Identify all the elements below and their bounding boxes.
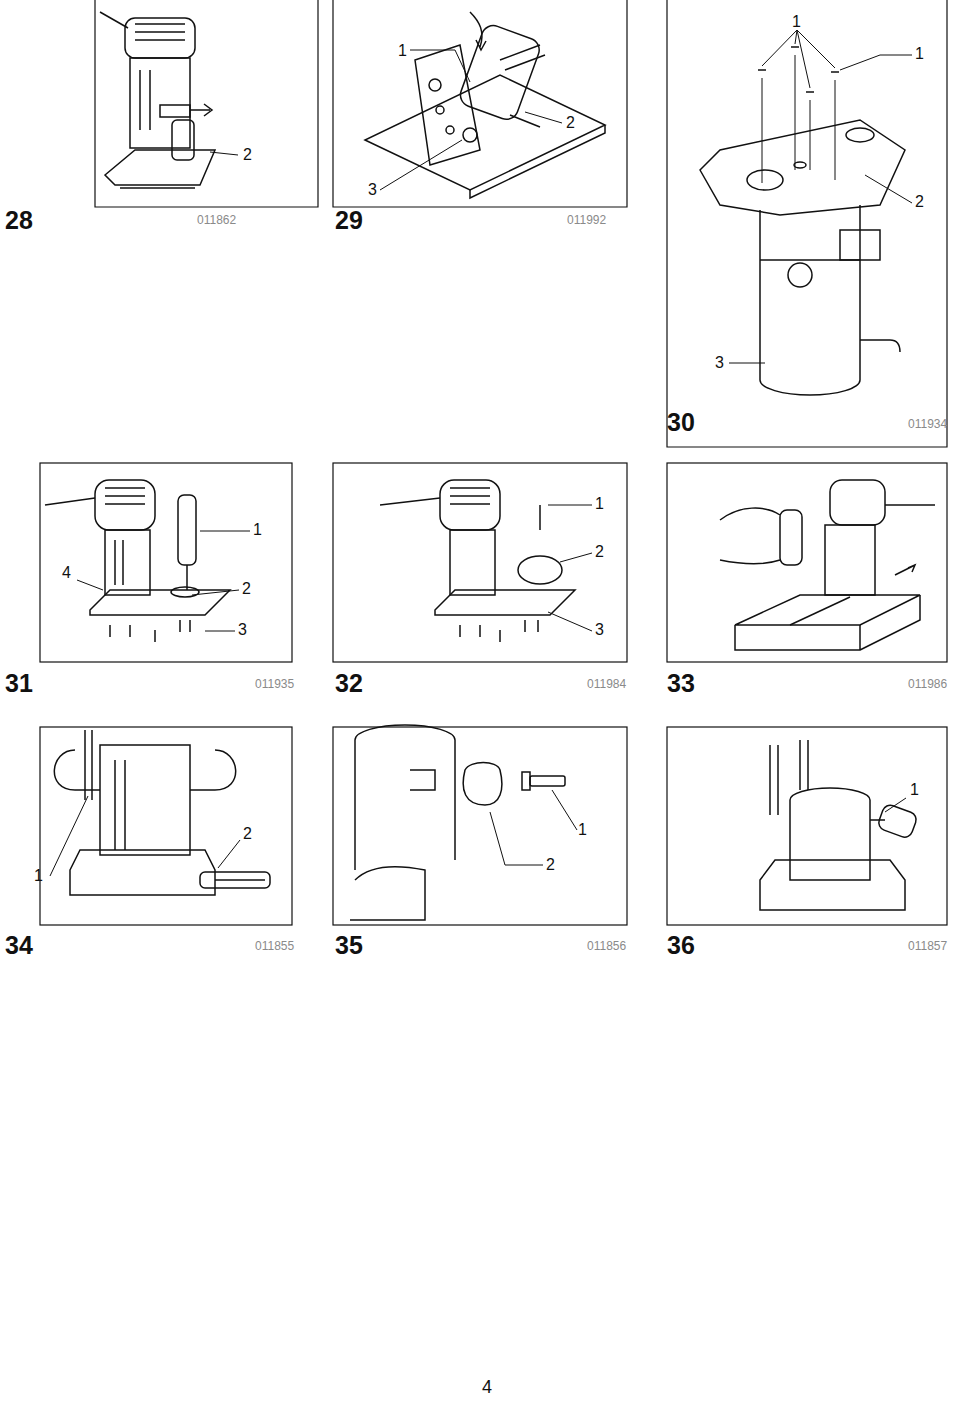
plunge-base-figure-36 [760, 740, 918, 910]
callout-number: 2 [915, 194, 924, 210]
callout-number: 1 [792, 14, 801, 30]
callout-number: 1 [915, 46, 924, 62]
callout-number: 2 [243, 826, 252, 842]
callout-number: 1 [595, 496, 604, 512]
figure-number: 30 [667, 410, 695, 435]
figure-code: 011935 [255, 678, 294, 690]
leader-lines [50, 30, 912, 876]
figure-number: 34 [5, 933, 33, 958]
callout-number: 2 [566, 115, 575, 131]
figure-code: 011984 [587, 678, 626, 690]
figure-code: 011856 [587, 940, 626, 952]
callout-number: 1 [253, 522, 262, 538]
figure-code: 011855 [255, 940, 294, 952]
page-number: 4 [482, 1378, 492, 1396]
trimmer-figure-31 [45, 480, 230, 642]
figure-code: 011862 [197, 214, 236, 226]
callout-number: 3 [368, 182, 377, 198]
figure-number: 29 [335, 208, 363, 233]
callout-number: 3 [238, 622, 247, 638]
callout-number: 2 [595, 544, 604, 560]
figure-code: 011857 [908, 940, 947, 952]
figure-number: 31 [5, 671, 33, 696]
figure-code: 011986 [908, 678, 947, 690]
callout-number: 1 [578, 822, 587, 838]
trimmer-figure-28 [100, 12, 215, 188]
figure-code: 011934 [908, 418, 947, 430]
figure-number: 36 [667, 933, 695, 958]
callout-number: 2 [546, 857, 555, 873]
plunge-base-figure-34 [54, 730, 270, 895]
figure-number: 28 [5, 208, 33, 233]
callout-number: 1 [34, 868, 43, 884]
tilt-base-figure-29 [365, 12, 605, 198]
plunge-base-figure-35 [350, 725, 565, 920]
callout-number: 1 [910, 782, 919, 798]
callout-number: 3 [715, 355, 724, 371]
callout-number: 2 [242, 581, 251, 597]
figure-number: 32 [335, 671, 363, 696]
figure-number: 35 [335, 933, 363, 958]
callout-number: 2 [243, 147, 252, 163]
offset-base-figure-30 [700, 47, 905, 395]
trimmer-figure-32 [380, 480, 575, 642]
callout-number: 4 [62, 565, 71, 581]
figure-code: 011992 [567, 214, 606, 226]
callout-number: 3 [595, 622, 604, 638]
panel-frames [40, 0, 947, 925]
trimming-figure-33 [720, 480, 935, 650]
figure-number: 33 [667, 671, 695, 696]
callout-number: 1 [398, 43, 407, 59]
